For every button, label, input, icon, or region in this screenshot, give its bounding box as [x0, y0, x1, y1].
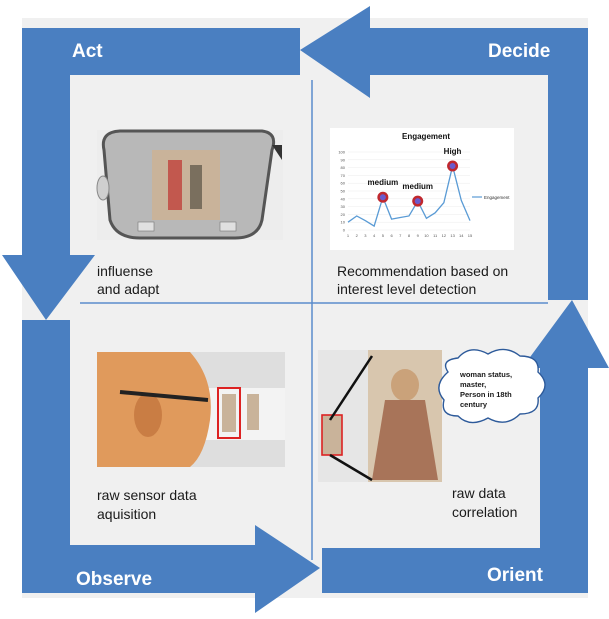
highlight-label: medium: [368, 178, 399, 187]
cloud-line4: century: [460, 400, 488, 409]
chart-title: Engagement: [402, 132, 451, 141]
decide-caption-line1: Recommendation based on: [337, 263, 509, 279]
cloud-line3: Person in 18th: [460, 390, 512, 399]
x-tick-label: 10: [424, 233, 429, 238]
decide-to-act-arrow: [300, 6, 588, 98]
y-tick-label: 0: [343, 228, 346, 233]
glasses-painting: [152, 150, 220, 220]
orient-image-correlation: [318, 348, 546, 482]
decide-band: [548, 75, 588, 300]
glasses-hud-right: [219, 221, 237, 232]
highlight-point-core: [449, 163, 456, 170]
x-tick-label: 7: [399, 233, 402, 238]
x-tick-label: 6: [390, 233, 393, 238]
act-image-glasses: [96, 129, 283, 240]
orient-caption-line1: raw data: [452, 485, 506, 501]
x-tick-label: 4: [373, 233, 376, 238]
x-tick-label: 5: [382, 233, 385, 238]
act-to-observe-arrow: [2, 28, 300, 320]
observe-to-orient-arrow: [22, 320, 320, 613]
x-tick-label: 1: [347, 233, 350, 238]
x-tick-label: 8: [408, 233, 411, 238]
observe-label: Observe: [76, 569, 153, 590]
highlight-label: medium: [402, 182, 433, 191]
y-tick-label: 40: [341, 196, 346, 201]
orient-to-decide-arrow: [322, 300, 609, 593]
decide-caption-line2: interest level detection: [337, 281, 477, 297]
observe-caption-line1: raw sensor data: [97, 487, 197, 503]
glasses-temple: [272, 145, 282, 160]
highlight-point-core: [379, 194, 386, 201]
painting-face: [391, 369, 419, 401]
act-caption-line1: influense: [97, 263, 154, 279]
zoom-line-top: [328, 355, 374, 421]
decide-label: Decide: [488, 41, 551, 62]
painting-dress: [372, 400, 438, 480]
zoom-line-bottom: [329, 453, 373, 482]
y-tick-label: 10: [341, 220, 346, 225]
glasses-hinge: [96, 175, 110, 201]
painting-figure-a: [168, 160, 182, 210]
observe-image-head: [97, 352, 285, 467]
x-tick-label: 2: [356, 233, 359, 238]
y-tick-label: 80: [341, 165, 346, 170]
y-tick-label: 30: [341, 204, 346, 209]
act-label: Act: [72, 41, 103, 62]
cloud-line1: woman status,: [460, 370, 513, 379]
thought-cloud: [438, 348, 546, 424]
highlight-point-core: [414, 198, 421, 205]
chart-legend-label: Engagement: [484, 195, 510, 200]
x-tick-label: 9: [417, 233, 420, 238]
y-tick-label: 50: [341, 189, 346, 194]
highlight-label: High: [444, 147, 462, 156]
y-tick-label: 90: [341, 157, 346, 162]
x-tick-label: 15: [468, 233, 473, 238]
x-tick-label: 12: [442, 233, 447, 238]
x-tick-label: 13: [450, 233, 455, 238]
y-tick-label: 100: [338, 150, 345, 155]
focus-box: [217, 387, 241, 439]
orient-focus-box: [321, 414, 343, 456]
y-tick-label: 20: [341, 212, 346, 217]
chart-panel: [330, 128, 514, 250]
x-tick-label: 3: [364, 233, 367, 238]
x-tick-label: 14: [459, 233, 464, 238]
act-caption-line2: and adapt: [97, 281, 160, 297]
y-tick-label: 60: [341, 181, 346, 186]
x-tick-label: 11: [433, 233, 438, 238]
glasses-arm: [119, 390, 209, 402]
series-line-engagement: [347, 165, 471, 228]
cloud-line2: master,: [460, 380, 487, 389]
observe-viewport: [200, 388, 285, 440]
ear-shape: [134, 393, 162, 437]
side-painting: [247, 394, 259, 430]
painting-figure-b: [190, 165, 202, 209]
glasses-hud-left: [137, 221, 155, 232]
y-tick-label: 70: [341, 173, 346, 178]
loop-background: [22, 18, 588, 598]
orient-label: Orient: [487, 565, 543, 586]
orient-caption-line2: correlation: [452, 504, 518, 520]
focus-painting: [222, 394, 236, 432]
observe-caption-line2: aquisition: [97, 506, 157, 522]
